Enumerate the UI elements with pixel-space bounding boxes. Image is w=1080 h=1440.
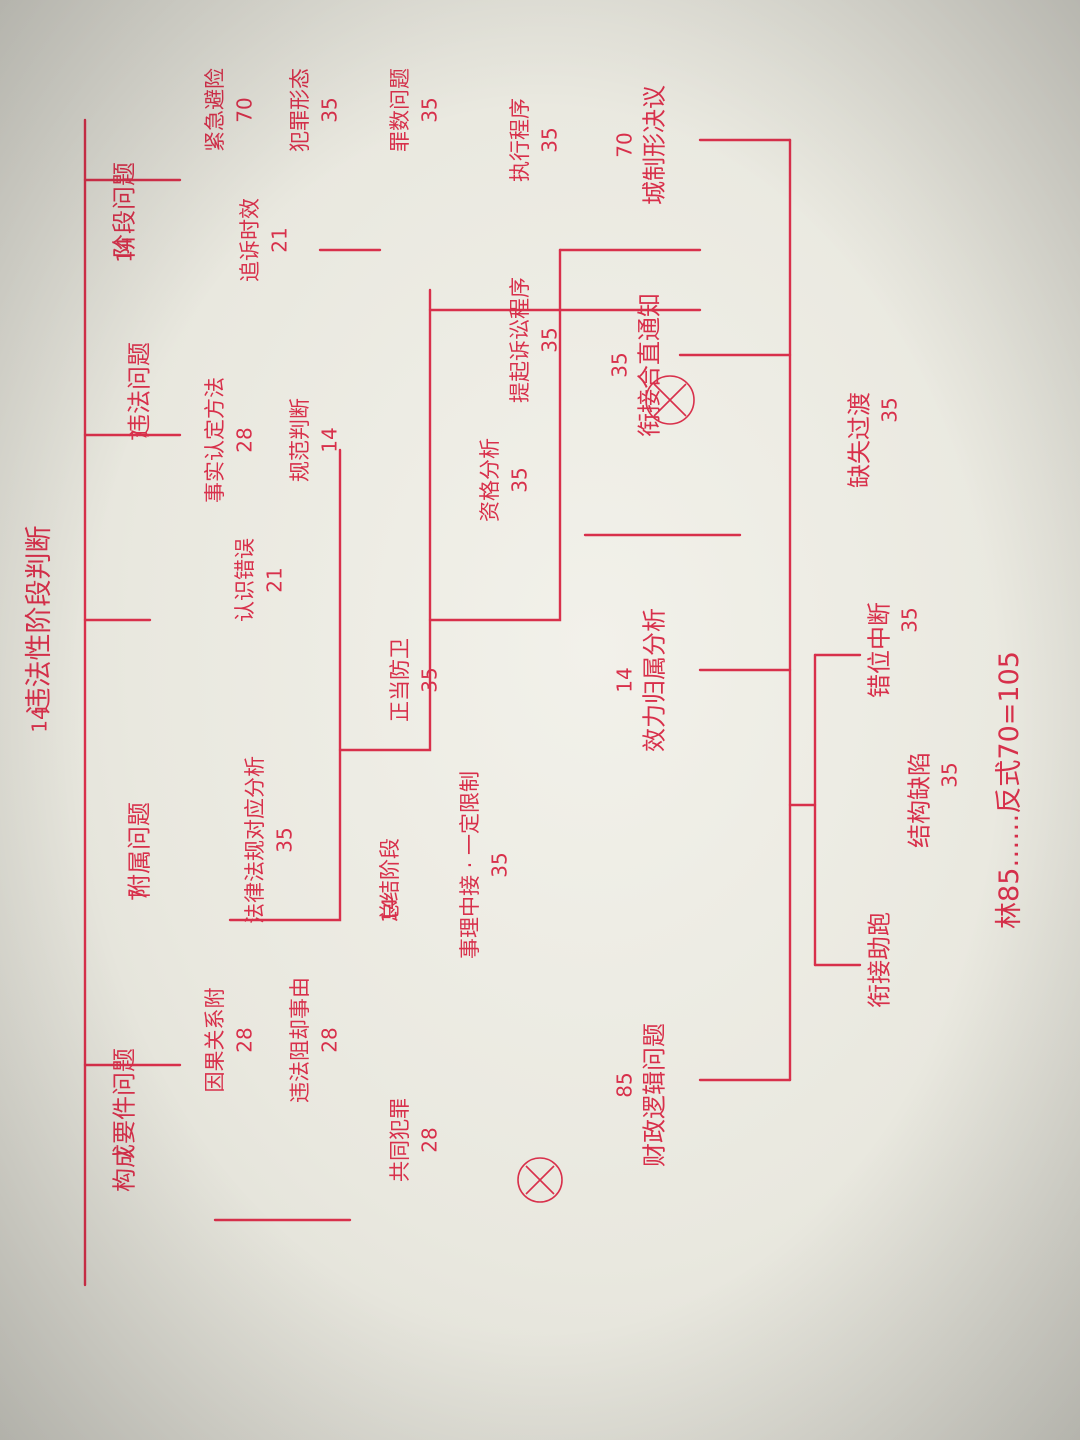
top-group-1-score: 7 bbox=[112, 1148, 137, 1162]
branch-1-score: 85 bbox=[612, 1072, 637, 1098]
item-1-score: 28 bbox=[232, 1027, 257, 1053]
item-9-score: 35 bbox=[417, 667, 442, 693]
top-group-3: 附属问题 bbox=[125, 802, 154, 898]
item-2-score: 28 bbox=[317, 1027, 342, 1053]
item-14-score: 35 bbox=[537, 127, 562, 153]
middle-1: 事理中接 · 一定限制 bbox=[457, 770, 482, 960]
root-sub-2-score: 35 bbox=[937, 762, 962, 788]
item-4: 认识错误 bbox=[232, 538, 257, 622]
item-11-score: 35 bbox=[317, 97, 342, 123]
item-8: 共同犯罪 bbox=[387, 1098, 412, 1182]
item-9: 正当防卫 bbox=[387, 638, 412, 722]
item-6: 规范判断 bbox=[287, 398, 312, 482]
item-10-score: 70 bbox=[232, 97, 257, 123]
item-3-score: 35 bbox=[272, 827, 297, 853]
middle-2: 资格分析 bbox=[477, 438, 502, 522]
item-2: 违法阻却事由 bbox=[287, 977, 312, 1103]
item-12: 罪数问题 bbox=[387, 68, 412, 152]
item-7: 追诉时效 bbox=[237, 198, 262, 282]
root-sub-4: 缺失过渡 bbox=[845, 392, 874, 488]
middle-3-score: 14 bbox=[377, 897, 402, 923]
item-7-score: 21 bbox=[267, 227, 292, 253]
item-3: 法律法规对应分析 bbox=[242, 756, 267, 924]
item-13: 提起诉讼程序 bbox=[507, 277, 532, 403]
item-1: 因果关系附 bbox=[202, 987, 227, 1093]
middle-1-score: 35 bbox=[487, 852, 512, 878]
branch-4-score: 70 bbox=[612, 132, 637, 158]
root-sub-3: 错位中断 bbox=[865, 602, 894, 698]
top-group-2: 违法问题 bbox=[125, 342, 154, 438]
top-group-3-score: 7 bbox=[127, 888, 152, 902]
item-4-score: 21 bbox=[262, 567, 287, 593]
top-group-1: 构成要件问题 bbox=[110, 1048, 139, 1192]
item-8-score: 28 bbox=[417, 1127, 442, 1153]
root-sub-4-score: 35 bbox=[877, 397, 902, 423]
top-main: 违法性阶段判断 bbox=[23, 525, 55, 715]
root-sub-2: 结构缺陷 bbox=[905, 752, 934, 848]
middle-2-score: 35 bbox=[507, 467, 532, 493]
item-11: 犯罪形态 bbox=[287, 68, 312, 152]
branch-3-score: 35 bbox=[607, 352, 632, 378]
root-sub-3-score: 35 bbox=[897, 607, 922, 633]
top-main-score: 14 bbox=[27, 707, 52, 733]
branch-3: 衔接合直通知 bbox=[635, 293, 664, 437]
branch-4: 城制形决议 bbox=[640, 85, 669, 205]
item-12-score: 35 bbox=[417, 97, 442, 123]
branch-1: 财政逻辑问题 bbox=[640, 1023, 669, 1167]
item-6-score: 14 bbox=[317, 427, 342, 453]
item-13-score: 35 bbox=[537, 327, 562, 353]
branch-2-score: 14 bbox=[612, 667, 637, 693]
root-sub-1: 衔接助跑 bbox=[865, 912, 894, 1008]
item-10: 紧急避险 bbox=[202, 68, 227, 152]
item-5-score: 28 bbox=[232, 427, 257, 453]
item-14: 执行程序 bbox=[507, 98, 532, 182]
branch-2: 效力归属分析 bbox=[640, 608, 669, 752]
root-label: 林85……反式70=105 bbox=[993, 651, 1025, 929]
top-group-2-score: 7 bbox=[127, 428, 152, 442]
item-5: 事实认定方法 bbox=[202, 377, 227, 503]
top-group-4-score: 14 bbox=[112, 237, 137, 263]
